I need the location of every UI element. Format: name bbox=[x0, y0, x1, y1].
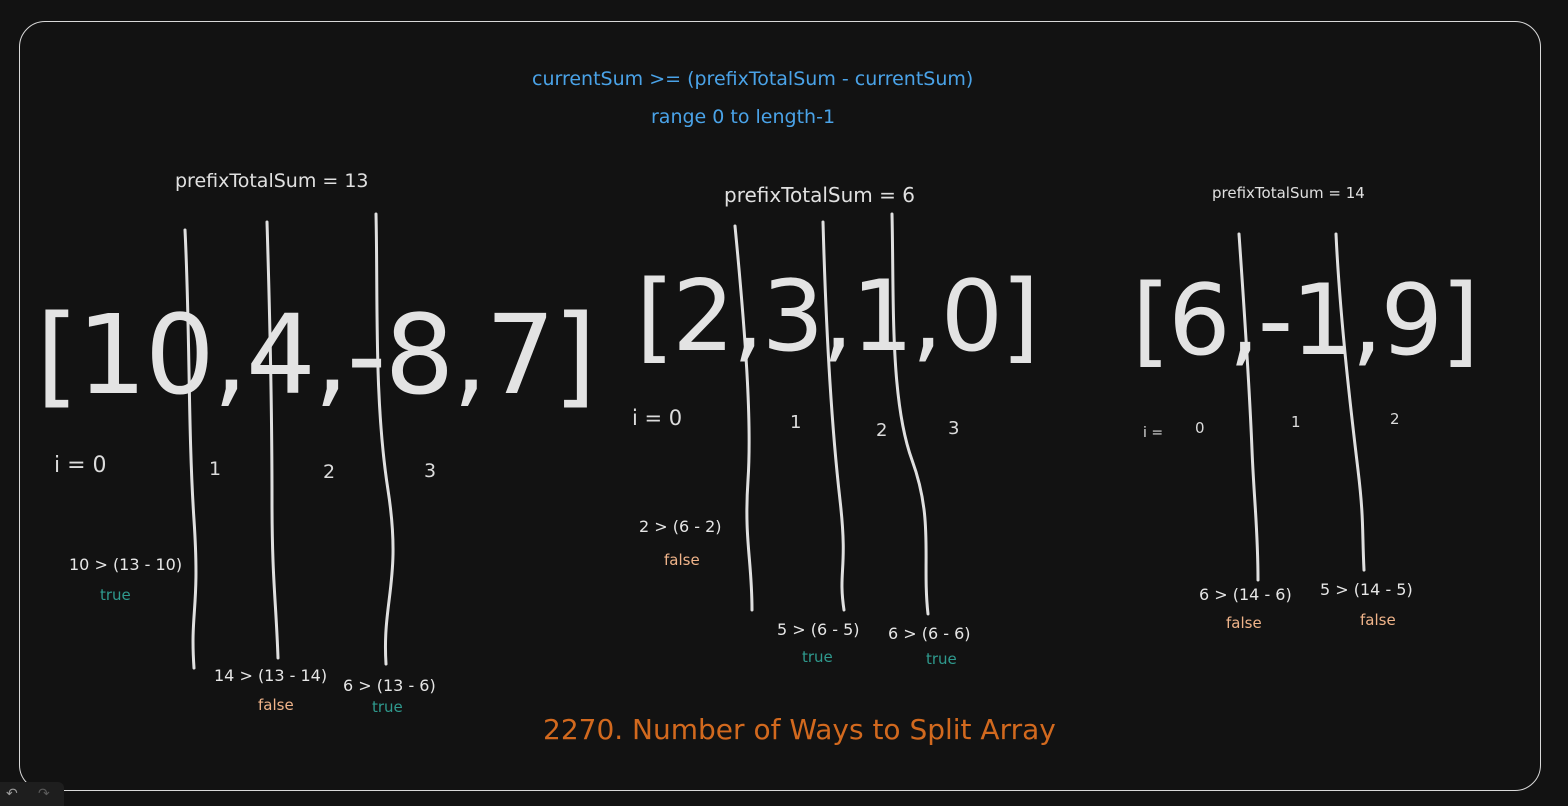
comparison: 5 > (14 - 5) bbox=[1320, 580, 1413, 599]
comparison: 14 > (13 - 14) bbox=[214, 666, 328, 685]
comparison: 6 > (14 - 6) bbox=[1199, 585, 1292, 604]
index-label: i = 0 bbox=[632, 406, 683, 430]
result-false: false bbox=[1360, 611, 1396, 629]
split-line bbox=[821, 220, 846, 612]
array-3: [6,-1,9] bbox=[1132, 264, 1479, 378]
index-label: 0 bbox=[1195, 419, 1205, 437]
index-label: i = 0 bbox=[54, 453, 107, 478]
condition-formula: currentSum >= (prefixTotalSum - currentS… bbox=[532, 68, 974, 90]
comparison: 6 > (6 - 6) bbox=[888, 624, 971, 643]
split-line bbox=[1237, 232, 1260, 582]
split-line bbox=[733, 224, 754, 612]
split-line bbox=[890, 212, 930, 616]
split-line bbox=[183, 228, 198, 670]
prefix-total-sum-1: prefixTotalSum = 13 bbox=[175, 170, 369, 192]
result-true: true bbox=[372, 698, 403, 716]
index-label: 2 bbox=[323, 461, 336, 483]
prefix-total-sum-2: prefixTotalSum = 6 bbox=[724, 183, 915, 207]
array-1: [10,4,-8,7] bbox=[36, 291, 596, 419]
index-label: 2 bbox=[876, 420, 888, 441]
result-false: false bbox=[258, 696, 294, 714]
result-false: false bbox=[1226, 614, 1262, 632]
diagram-title: 2270. Number of Ways to Split Array bbox=[543, 713, 1056, 746]
redo-icon[interactable]: ↷ bbox=[38, 786, 50, 802]
comparison: 10 > (13 - 10) bbox=[69, 555, 183, 574]
index-label: i = bbox=[1143, 425, 1164, 441]
comparison: 6 > (13 - 6) bbox=[343, 676, 436, 695]
split-line bbox=[1334, 232, 1366, 572]
undo-icon[interactable]: ↶ bbox=[6, 786, 18, 802]
index-label: 1 bbox=[209, 458, 222, 480]
result-false: false bbox=[664, 551, 700, 569]
comparison: 2 > (6 - 2) bbox=[639, 517, 722, 536]
index-label: 2 bbox=[1390, 410, 1400, 428]
range-note: range 0 to length-1 bbox=[651, 106, 836, 128]
prefix-total-sum-3: prefixTotalSum = 14 bbox=[1212, 184, 1365, 202]
split-line bbox=[374, 212, 395, 666]
result-true: true bbox=[802, 648, 833, 666]
result-true: true bbox=[100, 586, 131, 604]
comparison: 5 > (6 - 5) bbox=[777, 620, 860, 639]
split-line bbox=[265, 220, 280, 660]
array-2: [2,3,1,0] bbox=[636, 260, 1039, 374]
index-label: 3 bbox=[424, 460, 437, 482]
index-label: 3 bbox=[948, 418, 960, 439]
index-label: 1 bbox=[1291, 413, 1301, 431]
undo-redo-toolbar: ↶ ↷ bbox=[0, 782, 64, 806]
result-true: true bbox=[926, 650, 957, 668]
index-label: 1 bbox=[790, 412, 802, 433]
canvas-frame bbox=[19, 21, 1541, 791]
